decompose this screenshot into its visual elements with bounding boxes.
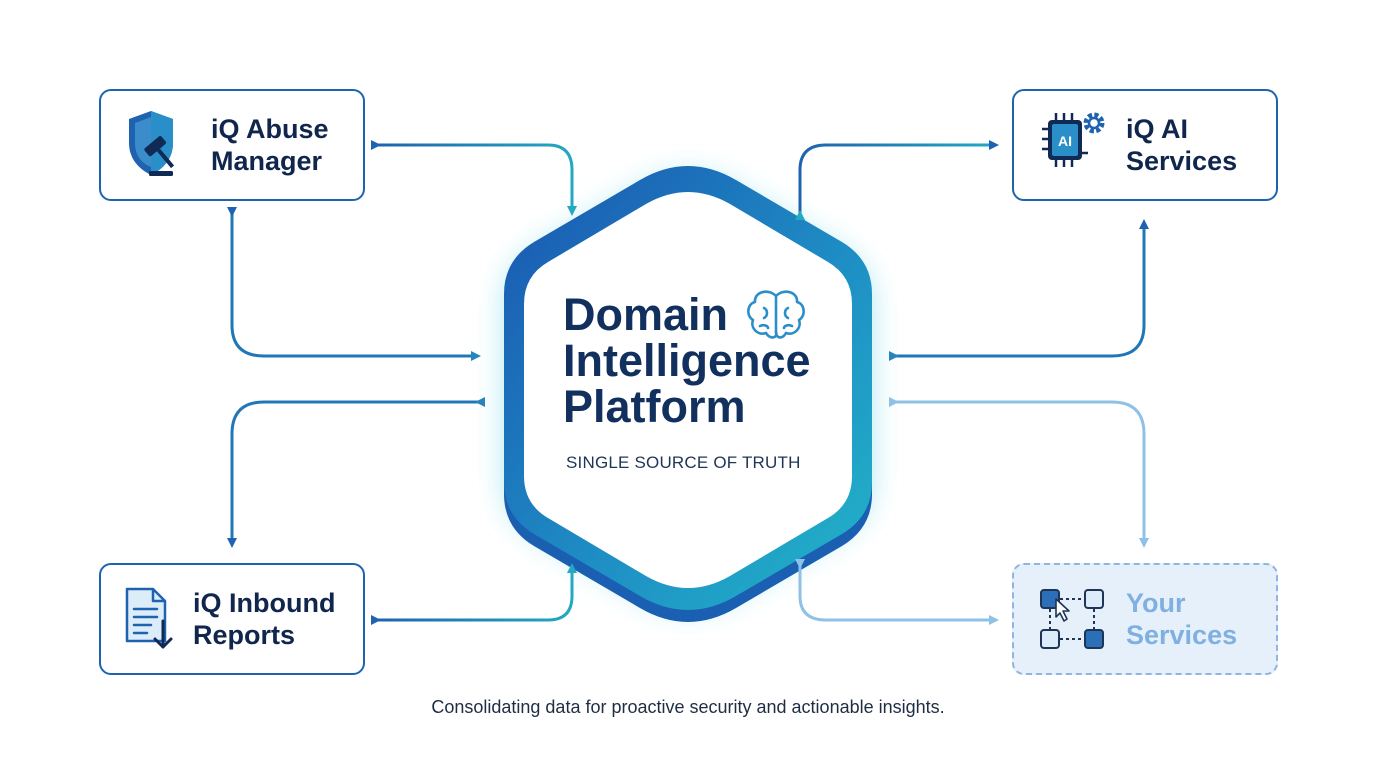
node-your-services-label: Your Services — [1126, 587, 1237, 651]
node-ai-line-1: iQ AI — [1126, 114, 1189, 144]
node-iq-ai-services[interactable]: AI iQ AI Services — [1012, 89, 1278, 201]
ai-chip-label: AI — [1058, 133, 1072, 149]
connector-abuse-hub-left — [227, 207, 481, 361]
node-iq-inbound-reports-label: iQ Inbound Reports — [193, 587, 335, 651]
hub-title: Domain Intelligence Platform — [563, 292, 811, 430]
node-iq-abuse-manager[interactable]: iQ Abuse Manager — [99, 89, 365, 201]
node-your-services[interactable]: Your Services — [1012, 563, 1278, 675]
caption: Consolidating data for proactive securit… — [431, 697, 945, 717]
node-your-line-1: Your — [1126, 588, 1186, 618]
document-download-icon — [125, 587, 173, 649]
connector-inbound-hub-bottom — [371, 563, 577, 625]
node-abuse-line-1: iQ Abuse — [211, 114, 329, 144]
connector-inbound-hub-left — [227, 397, 485, 548]
ai-chip-gear-icon: AI — [1042, 112, 1105, 167]
shield-gavel-icon — [129, 111, 175, 176]
node-inbound-line-2: Reports — [193, 620, 296, 650]
connector-abuse-hub-top — [371, 140, 577, 216]
hub-title-line-2: Intelligence — [563, 335, 811, 386]
brain-icon — [747, 290, 805, 339]
node-abuse-line-2: Manager — [211, 146, 323, 176]
node-ai-line-2: Services — [1126, 146, 1238, 176]
node-iq-abuse-manager-label: iQ Abuse Manager — [211, 113, 329, 177]
node-iq-inbound-reports[interactable]: iQ Inbound Reports — [99, 563, 365, 675]
workflow-nodes-icon — [1040, 589, 1104, 649]
node-your-line-2: Services — [1126, 620, 1238, 650]
connector-your-hub-bottom — [795, 559, 999, 625]
hub-subtitle: SINGLE SOURCE OF TRUTH — [566, 453, 801, 472]
connector-your-hub-right — [889, 397, 1149, 548]
connector-ai-hub-top — [795, 140, 999, 220]
hub-title-line-1: Domain — [563, 289, 729, 340]
connector-ai-hub-right — [889, 219, 1149, 361]
hub-title-line-3: Platform — [563, 381, 746, 432]
node-iq-ai-services-label: iQ AI Services — [1126, 113, 1237, 177]
node-inbound-line-1: iQ Inbound — [193, 588, 336, 618]
